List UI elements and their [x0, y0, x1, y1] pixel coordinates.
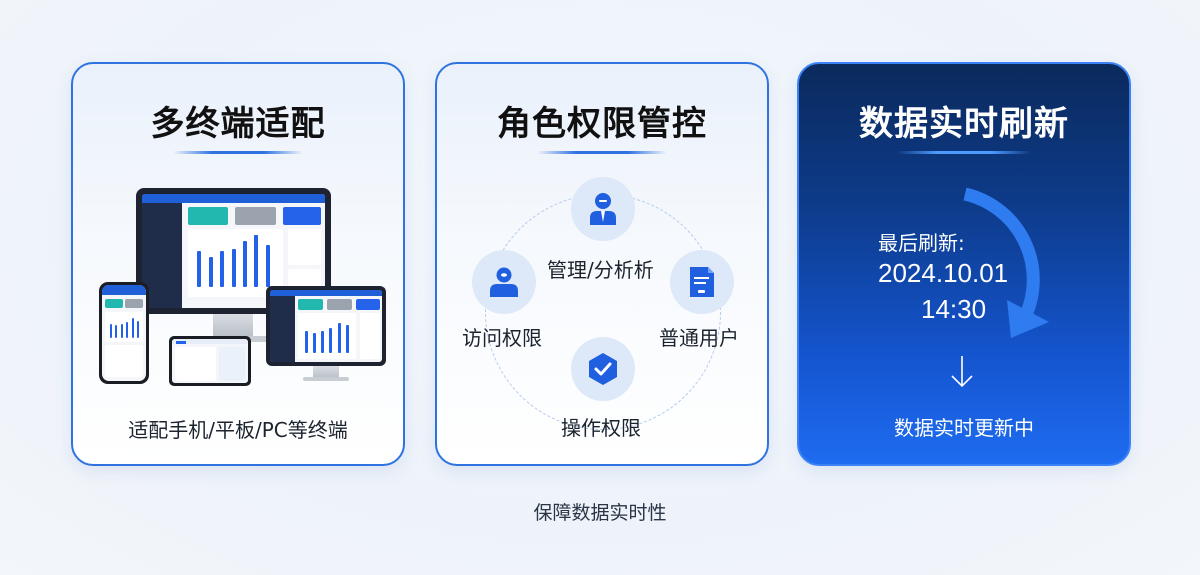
- role-node-access[interactable]: [472, 250, 536, 314]
- card-title: 数据实时刷新: [859, 104, 1069, 144]
- desktop-monitor-illustration: [136, 188, 331, 314]
- tablet-illustration: [169, 336, 251, 386]
- role-node-regular-user[interactable]: [670, 250, 734, 314]
- shield-check-icon: [589, 353, 617, 385]
- monitor-stand: [213, 314, 253, 340]
- role-node-operation[interactable]: [571, 337, 635, 401]
- last-refresh-time: 14:30: [921, 294, 987, 324]
- card-title: 多终端适配: [150, 104, 326, 144]
- arrow-down-icon: [951, 356, 973, 388]
- document-icon: [690, 267, 714, 297]
- card-caption: 适配手机/平板/PC等终端: [128, 418, 348, 442]
- role-label-regular-user: 普通用户: [659, 326, 739, 350]
- last-refresh-date: 2024.10.01: [878, 258, 1009, 288]
- last-refresh-label: 最后刷新:: [878, 231, 965, 255]
- role-label-access: 访问权限: [462, 326, 542, 350]
- refresh-arc-icon: [963, 187, 1049, 338]
- role-label-manager: 管理/分析析: [547, 258, 654, 282]
- realtime-refresh-card: 数据实时刷新 最后刷新: 2024.10.01 14:30 数据实时更新中: [797, 62, 1131, 466]
- small-monitor-stand: [313, 366, 339, 380]
- card-caption: 数据实时更新中: [894, 416, 1034, 440]
- small-monitor-base: [303, 377, 349, 381]
- small-monitor-illustration: [266, 286, 386, 366]
- title-underline: [537, 151, 667, 154]
- role-label-operation: 操作权限: [561, 416, 641, 440]
- user-icon: [490, 267, 518, 297]
- manager-icon: [590, 193, 616, 225]
- title-underline: [173, 151, 303, 154]
- card-title: 角色权限管控: [497, 104, 707, 144]
- footer-caption: 保障数据实时性: [533, 502, 667, 524]
- role-permission-card: 角色权限管控 管理/分析析 普通用户 操作权限: [435, 62, 769, 466]
- title-underline: [896, 151, 1032, 154]
- phone-illustration: [99, 282, 149, 384]
- role-node-manager[interactable]: [571, 177, 635, 241]
- multi-terminal-card: 多终端适配: [71, 62, 405, 466]
